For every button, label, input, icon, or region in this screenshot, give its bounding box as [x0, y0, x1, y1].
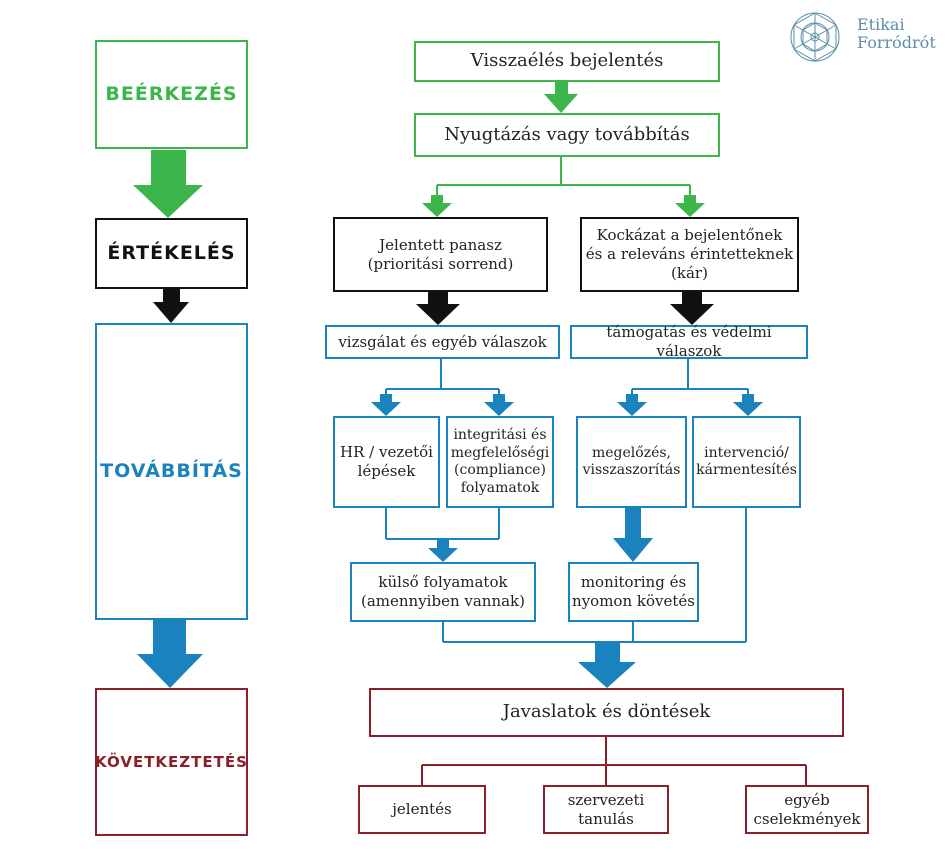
stage-tovabbitas: TOVÁBBÍTÁS: [95, 323, 248, 620]
node-monitoring-label: monitoring és nyomon követés: [572, 573, 695, 610]
node-integritasi: integritási és megfelelőségi (compliance…: [446, 416, 554, 508]
stage-kovetkeztetes: KÖVETKEZTETÉS: [95, 688, 248, 836]
node-megelozes: megelőzés, visszaszorítás: [576, 416, 687, 508]
node-hr-label: HR / vezetői lépések: [340, 443, 433, 480]
node-javaslatok-label: Javaslatok és döntések: [502, 701, 711, 723]
arrow-megelozes-monitoring: [613, 508, 653, 562]
stage-beerkezes-label: BEÉRKEZÉS: [105, 82, 238, 105]
node-nyugtazas: Nyugtázás vagy továbbítás: [414, 113, 720, 157]
arrow-to-panasz: [422, 195, 452, 217]
node-nyugtazas-label: Nyugtázás vagy továbbítás: [444, 123, 690, 145]
stage-ertekeles-label: ÉRTÉKELÉS: [107, 241, 236, 264]
green-branch: [436, 157, 691, 196]
node-jelentes-label: jelentés: [392, 800, 452, 819]
node-panasz-label: Jelentett panasz (prioritási sorrend): [367, 235, 514, 273]
merge-javaslatok: [442, 508, 747, 643]
logo-emblem-icon: [790, 12, 840, 62]
node-javaslatok: Javaslatok és döntések: [369, 688, 844, 737]
node-tamogatas-label: támogatás és védelmi válaszok: [606, 323, 772, 360]
arrow-panasz-vizsgalat: [416, 292, 460, 325]
stage-tovabbitas-label: TOVÁBBÍTÁS: [100, 459, 243, 482]
arrow-tovabbitas-kovetkeztetes: [137, 620, 203, 688]
node-kockazat-label: Kockázat a bejelentőnek és a releváns ér…: [585, 226, 794, 282]
arrow-to-hr: [371, 394, 401, 416]
blue-branch-left: [385, 359, 500, 396]
node-panasz: Jelentett panasz (prioritási sorrend): [333, 217, 548, 292]
stage-kovetkeztetes-label: KÖVETKEZTETÉS: [95, 752, 248, 771]
arrow-to-kockazat: [675, 195, 705, 217]
node-vizsgalat-label: vizsgálat és egyéb válaszok: [338, 332, 547, 351]
node-monitoring: monitoring és nyomon követés: [568, 562, 699, 622]
node-kulso: külső folyamatok (amennyiben vannak): [350, 562, 536, 622]
arrow-kockazat-tamogatas: [670, 292, 714, 325]
node-szervezeti-label: szervezeti tanulás: [567, 790, 645, 828]
node-egyeb: egyéb cselekmények: [745, 785, 869, 834]
node-egyeb-label: egyéb cselekmények: [753, 790, 861, 828]
node-vizsgalat: vizsgálat és egyéb válaszok: [325, 325, 560, 359]
merge-kulso: [385, 508, 500, 540]
node-intervencio-label: intervenció/ kármentesítés: [696, 444, 797, 479]
node-kockazat: Kockázat a bejelentőnek és a releváns ér…: [580, 217, 799, 292]
arrow-to-javaslatok: [578, 642, 636, 688]
node-intervencio: intervenció/ kármentesítés: [692, 416, 801, 508]
arrow-to-megelozes: [617, 394, 647, 416]
arrow-to-integritasi: [484, 394, 514, 416]
red-branch: [421, 737, 807, 785]
logo-line1: Etikai: [857, 15, 905, 34]
arrow-bejelentes-nyugtazas: [544, 82, 578, 113]
arrow-ertekeles-tovabbitas: [153, 289, 189, 323]
arrow-to-intervencio: [733, 394, 763, 416]
blue-branch-right: [631, 359, 749, 396]
node-bejelentes-label: Visszaélés bejelentés: [470, 50, 664, 72]
logo-line2: Forródrót: [857, 33, 936, 53]
node-kulso-label: külső folyamatok (amennyiben vannak): [360, 573, 526, 610]
stage-beerkezes: BEÉRKEZÉS: [95, 40, 248, 149]
node-tamogatas: támogatás és védelmi válaszok: [570, 323, 808, 360]
node-szervezeti: szervezeti tanulás: [543, 785, 669, 834]
arrow-to-kulso: [428, 539, 458, 562]
node-hr: HR / vezetői lépések: [333, 416, 440, 508]
stage-ertekeles: ÉRTÉKELÉS: [95, 218, 248, 289]
node-integritasi-label: integritási és megfelelőségi (compliance…: [450, 427, 550, 496]
node-megelozes-label: megelőzés, visszaszorítás: [582, 444, 681, 479]
logo: Etikai Forródrót: [857, 15, 936, 53]
arrow-beerkezes-ertekeles: [133, 150, 203, 218]
node-bejelentes: Visszaélés bejelentés: [414, 41, 720, 82]
node-jelentes: jelentés: [358, 785, 486, 834]
